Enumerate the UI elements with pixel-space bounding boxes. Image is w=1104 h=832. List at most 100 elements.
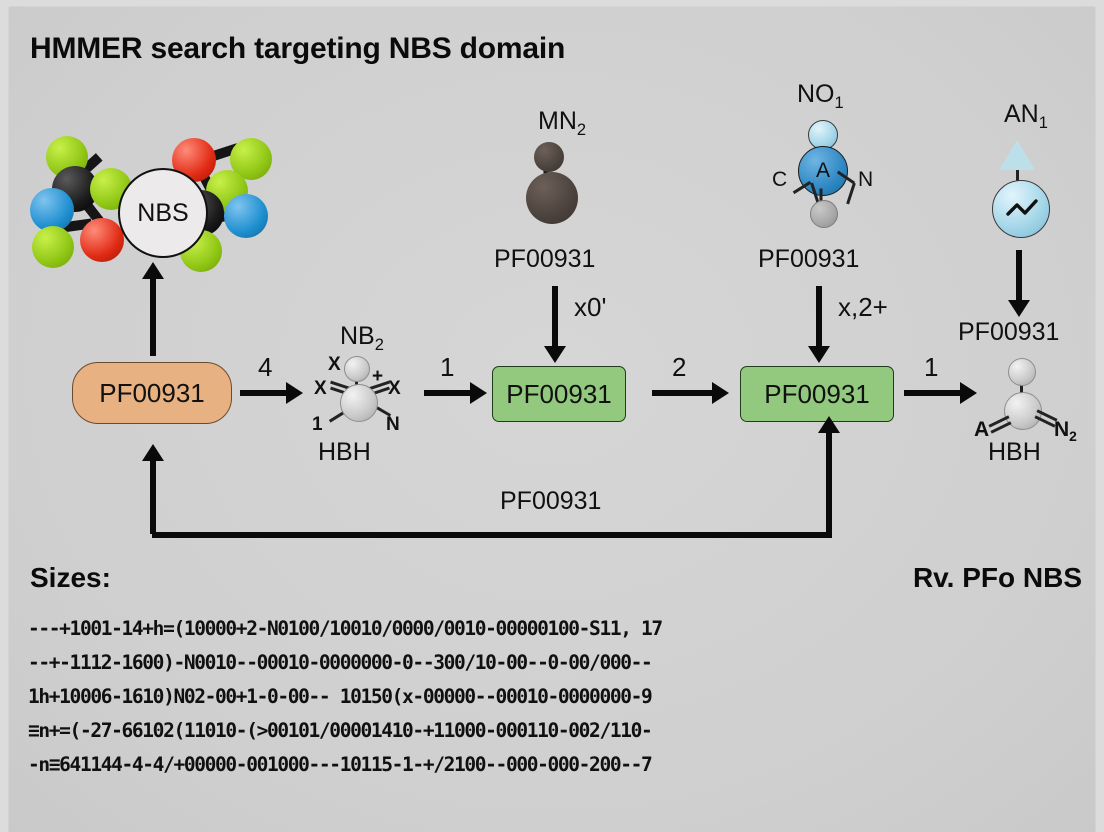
data-line: ≡n+=(-27-66102(11010-(>00101/00001410-+1… xyxy=(28,719,653,742)
no1-title-sub: 1 xyxy=(834,94,844,112)
feedback-left-line xyxy=(150,458,156,534)
an1-arrow-line xyxy=(1016,250,1022,302)
mn2-edge-label: x0' xyxy=(574,292,607,322)
mn2-title-sub: 2 xyxy=(576,121,587,139)
nb2-caption: HBH xyxy=(318,438,371,466)
mn2-arrow-line xyxy=(552,286,558,348)
edge-source-to-nb2-label: 4 xyxy=(258,352,273,382)
hbh-right-right-base: N xyxy=(1054,418,1070,441)
triangle-outline-icon xyxy=(999,140,1035,170)
page-title: HMMER search targeting NBS domain xyxy=(30,32,566,65)
edge-green2-to-hbh-line xyxy=(904,390,962,396)
data-line: -n≡641144-4-4/+00000-001000---10115-1-+/… xyxy=(28,753,653,776)
edge-green1-to-green2-label: 2 xyxy=(672,352,687,382)
mn2-molecule xyxy=(520,140,590,224)
feedback-left-head xyxy=(142,444,164,461)
no1-left-label: C xyxy=(772,168,788,191)
atom-sphere xyxy=(992,180,1050,238)
mn2-title: MN2 xyxy=(538,107,586,140)
data-line: 1h+10006-1610)N02-00+1-0-00-- 10150(x-00… xyxy=(28,685,653,708)
atom-sphere xyxy=(340,384,378,422)
nb2-atom-label-x1: X xyxy=(328,354,341,375)
no1-center-label: A xyxy=(815,159,830,182)
nbs-domain-circle: NBS xyxy=(118,168,208,258)
an1-arrow-head xyxy=(1008,300,1030,317)
data-line: --+-1112-1600)-N0010--00010-0000000-0--3… xyxy=(28,651,653,674)
nb2-title-sub: 2 xyxy=(374,336,384,354)
nb2-atom-label-x3: X xyxy=(388,378,401,399)
an1-title-sub: 1 xyxy=(1038,114,1048,132)
feedback-label: PF00931 xyxy=(500,487,602,515)
arrow-to-nbs-line xyxy=(150,276,156,356)
arrow-to-nbs-head xyxy=(142,262,164,279)
mn2-arrow-head xyxy=(544,346,566,363)
data-line: ---+1001-14+h=(10000+2-N0100/10010/0000/… xyxy=(28,617,663,640)
no1-arrow-head xyxy=(808,346,830,363)
bond xyxy=(1016,170,1019,182)
edge-nb2-to-green1-head xyxy=(470,382,487,404)
edge-source-to-nb2-line xyxy=(240,390,288,396)
edge-nb2-to-green1-label: 1 xyxy=(440,352,455,382)
sizes-label: Sizes: xyxy=(30,562,111,593)
feedback-right-head xyxy=(818,416,840,433)
bond xyxy=(1020,382,1023,398)
edge-green2-to-hbh-label: 1 xyxy=(924,352,939,382)
atom-sphere xyxy=(526,172,578,224)
edge-green1-to-green2-head xyxy=(712,382,729,404)
node-green-1-label: PF00931 xyxy=(506,378,612,409)
nb2-title: NB2 xyxy=(340,322,384,355)
hbh-right-right-sub: 2 xyxy=(1069,428,1077,445)
no1-edge-label: x,2+ xyxy=(838,292,888,323)
nb2-atom-label-n: N xyxy=(386,414,400,435)
source-node-pf00931[interactable]: PF00931 xyxy=(72,362,232,424)
mn2-title-base: MN xyxy=(538,107,577,135)
no1-right-label: N xyxy=(858,168,874,191)
bond xyxy=(846,182,856,205)
an1-molecule xyxy=(985,140,1055,240)
nbs-domain-label: NBS xyxy=(137,198,189,227)
feedback-right-line xyxy=(826,430,832,534)
no1-node-label: PF00931 xyxy=(758,245,860,273)
nb2-atom-label-x2: X xyxy=(314,378,327,399)
atom-sphere xyxy=(808,120,838,150)
nb2-atom-label-1: 1 xyxy=(312,414,323,435)
sizes-data-block: ---+1001-14+h=(10000+2-N0100/10010/0000/… xyxy=(28,612,1084,782)
atom-sphere xyxy=(534,142,564,172)
hbh-right-right-label: N2 xyxy=(1054,418,1077,444)
atom-sphere xyxy=(344,356,370,382)
source-node-label: PF00931 xyxy=(99,377,205,408)
node-green-2-label: PF00931 xyxy=(764,378,870,409)
zigzag-icon xyxy=(1006,199,1038,216)
edge-nb2-to-green1-line xyxy=(424,390,472,396)
an1-node-label: PF00931 xyxy=(958,318,1060,346)
an1-title: AN1 xyxy=(1004,100,1048,133)
nbs-molecule-cluster: NBS xyxy=(20,118,290,278)
node-green-pf00931-2[interactable]: PF00931 xyxy=(740,366,894,422)
hbh-right-molecule: A N2 xyxy=(974,356,1078,444)
nb2-molecule: X X + X 1 N xyxy=(312,352,422,444)
edge-green2-to-hbh-head xyxy=(960,382,977,404)
hbh-right-caption: HBH xyxy=(988,438,1041,466)
no1-arrow-line xyxy=(816,286,822,348)
nb2-title-base: NB xyxy=(340,322,375,350)
nb2-atom-label-plus: + xyxy=(372,366,384,387)
edge-source-to-nb2-head xyxy=(286,382,303,404)
no1-edge-label-text: x,2+ xyxy=(838,292,888,322)
an1-title-base: AN xyxy=(1004,100,1039,128)
no1-title-base: NO xyxy=(797,80,835,108)
atom-sphere xyxy=(30,188,74,232)
no1-title: NO1 xyxy=(797,80,844,113)
atom-sphere xyxy=(1008,358,1036,386)
atom-sphere xyxy=(224,194,268,238)
atom-sphere xyxy=(80,218,124,262)
hbh-right-left-label: A xyxy=(974,418,990,441)
node-green-pf00931-1[interactable]: PF00931 xyxy=(492,366,626,422)
mn2-node-label: PF00931 xyxy=(494,245,596,273)
rv-pfo-nbs-label: Rv. PFo NBS xyxy=(912,562,1082,593)
triangle-icon xyxy=(999,140,1035,170)
no1-molecule: A C N xyxy=(772,112,890,228)
edge-green1-to-green2-line xyxy=(652,390,714,396)
atom-sphere xyxy=(32,226,74,268)
bond xyxy=(355,374,358,392)
